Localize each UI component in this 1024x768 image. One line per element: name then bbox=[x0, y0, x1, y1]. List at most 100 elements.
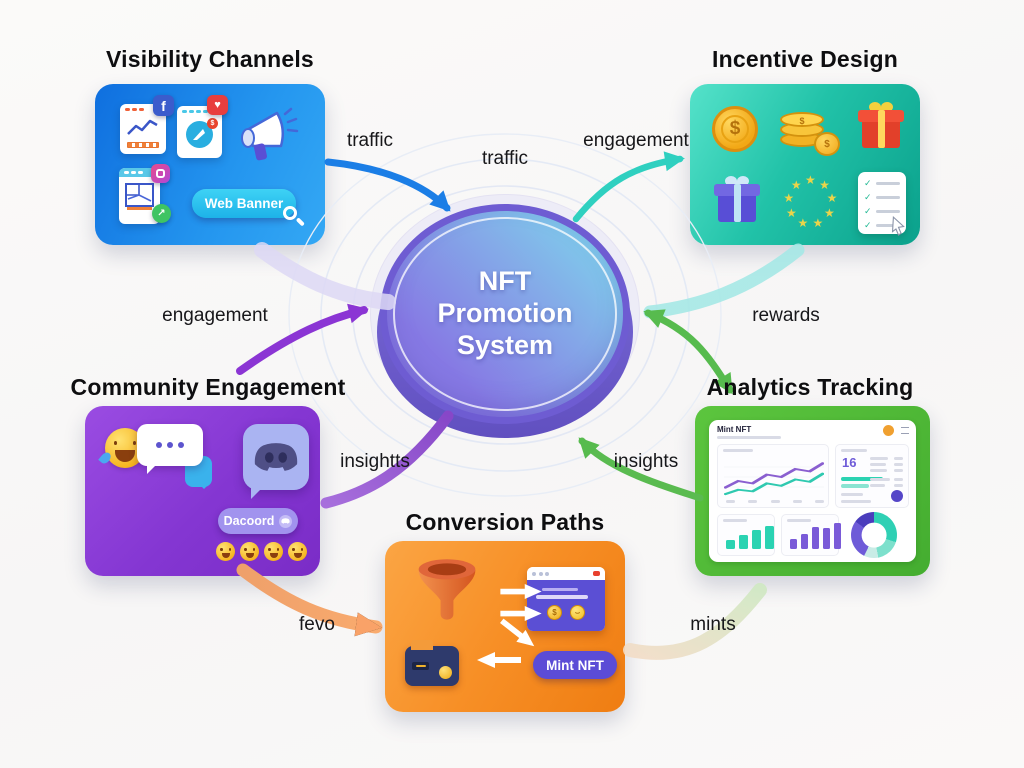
flow-arrow-left bbox=[477, 652, 521, 668]
star-circle-icon: ★★★★★★★★★ bbox=[782, 173, 840, 232]
discord-button[interactable]: Dacoord bbox=[218, 508, 298, 534]
cursor-icon bbox=[891, 216, 905, 236]
star-icon: ★ bbox=[826, 191, 838, 206]
edge-label-traffic-2: traffic bbox=[481, 148, 529, 169]
notification-badge: $ bbox=[207, 118, 218, 129]
edge-label-traffic-1: traffic bbox=[346, 130, 394, 151]
web-banner-label: Web Banner bbox=[204, 196, 284, 211]
ribbon-incentive-to-hub bbox=[643, 243, 805, 319]
emoji-icon bbox=[240, 542, 259, 561]
purple-bar-chart-card bbox=[781, 514, 841, 556]
line-chart bbox=[724, 462, 824, 496]
donut-chart bbox=[851, 512, 897, 558]
bar bbox=[834, 523, 841, 549]
bar bbox=[726, 539, 735, 549]
edge-label-insightts: insightts bbox=[340, 451, 410, 472]
hub-title: NFT Promotion System bbox=[437, 266, 573, 360]
bar bbox=[739, 535, 748, 549]
star-icon: ★ bbox=[805, 173, 816, 187]
star-icon: ★ bbox=[824, 206, 835, 220]
browser-dots bbox=[125, 108, 144, 111]
hatched-bar bbox=[127, 142, 159, 148]
landing-page-card: $ ⌣ bbox=[527, 567, 605, 631]
conversion-paths-title: Conversion Paths bbox=[405, 509, 605, 535]
edge-label-insights: insights bbox=[613, 451, 679, 472]
emoji-icon bbox=[216, 542, 235, 561]
star-icon: ★ bbox=[819, 178, 830, 193]
action-button[interactable] bbox=[891, 490, 903, 502]
emoji-icon bbox=[288, 542, 307, 561]
typing-speech-bubble bbox=[137, 424, 203, 474]
discord-logo bbox=[243, 424, 309, 499]
bar bbox=[790, 538, 797, 549]
wink-emoji-icon: ⌣ bbox=[570, 605, 585, 620]
teal-bar-chart-card bbox=[717, 514, 775, 556]
visibility-channels-title: Visibility Channels bbox=[106, 46, 314, 72]
edge-label-mints: mints bbox=[690, 614, 736, 635]
browser-topbar bbox=[527, 567, 605, 580]
line-chart-card bbox=[717, 444, 829, 508]
bar bbox=[823, 528, 830, 549]
star-icon: ★ bbox=[783, 191, 795, 206]
star-icon: ★ bbox=[812, 215, 824, 230]
edge-label-engagement-right: engagement bbox=[583, 130, 689, 151]
banner-chart-icon bbox=[125, 183, 154, 210]
stat-value: 16 bbox=[842, 455, 857, 470]
edge-label-engagement-left: engagement bbox=[162, 305, 268, 326]
arrow-engagement-to-incentive bbox=[572, 151, 685, 223]
bar bbox=[812, 526, 819, 549]
checklist-icon: ✓ ✓ ✓ ✓ bbox=[858, 172, 906, 236]
community-engagement-title: Community Engagement bbox=[70, 374, 346, 400]
facebook-icon: f bbox=[153, 95, 174, 116]
coin-stack-icon: $ $ bbox=[780, 110, 844, 156]
flow-arrow-right bbox=[500, 584, 542, 599]
heart-icon: ♥ bbox=[207, 95, 228, 115]
line-chart-icon bbox=[127, 119, 158, 135]
browser-dots bbox=[182, 110, 208, 113]
x-axis-labels bbox=[726, 500, 824, 503]
stats-card: 16 bbox=[835, 444, 909, 508]
progress-bar bbox=[841, 484, 869, 488]
incentive-design-title: Incentive Design bbox=[712, 46, 898, 72]
dashboard-header: Mint NFT bbox=[717, 425, 752, 434]
wallet-icon bbox=[405, 640, 459, 686]
discord-mini-icon bbox=[279, 514, 293, 528]
teal-bar-chart bbox=[726, 523, 774, 549]
menu-icon[interactable] bbox=[901, 427, 909, 434]
red-gift-icon bbox=[858, 102, 904, 152]
browser-dots bbox=[124, 170, 143, 174]
mint-nft-button[interactable]: Mint NFT bbox=[533, 651, 617, 679]
analytics-tracking-title: Analytics Tracking bbox=[706, 374, 914, 400]
edge-label-rewards: rewards bbox=[752, 305, 820, 326]
visibility-channels-panel: f $ ♥ bbox=[95, 84, 325, 245]
nft-promotion-hub: NFT Promotion System bbox=[380, 204, 630, 424]
star-icon: ★ bbox=[790, 178, 802, 193]
analytics-dashboard: Mint NFT 16 bbox=[709, 420, 916, 562]
arrow-traffic bbox=[324, 158, 451, 212]
megaphone-icon bbox=[241, 107, 299, 161]
web-banner-button[interactable]: Web Banner bbox=[192, 189, 296, 218]
search-icon bbox=[283, 206, 305, 227]
instagram-icon bbox=[151, 164, 170, 183]
avatar bbox=[883, 425, 894, 436]
people-group-icon bbox=[101, 490, 201, 570]
purple-gift-icon bbox=[714, 176, 760, 226]
skeleton-subtitle bbox=[717, 436, 781, 439]
dollar-coin-icon: $ bbox=[712, 106, 758, 152]
trending-icon: ↗ bbox=[152, 204, 171, 223]
incentive-design-panel: $ $ $ ★★★★★★★★★ ✓ ✓ ✓ ✓ bbox=[690, 84, 920, 245]
coin-emoji-icon: $ bbox=[547, 605, 562, 620]
discord-button-label: Dacoord bbox=[223, 514, 275, 528]
emoji-icon bbox=[264, 542, 283, 561]
flow-arrow-diagonal bbox=[500, 618, 535, 647]
progress-bar bbox=[841, 477, 883, 481]
star-icon: ★ bbox=[785, 206, 797, 220]
bar bbox=[752, 530, 761, 549]
edge-label-fevo: fevo bbox=[299, 614, 335, 635]
funnel-icon bbox=[418, 559, 476, 620]
emoji-reactions-row bbox=[216, 542, 311, 562]
bar bbox=[801, 533, 808, 549]
community-engagement-panel: Dacoord bbox=[85, 406, 320, 576]
purple-bar-chart bbox=[790, 523, 841, 549]
